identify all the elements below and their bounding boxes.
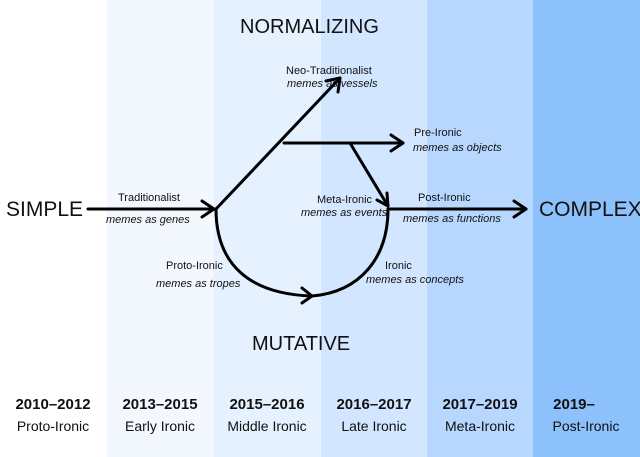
edge-preironic-metaironic [348,141,390,208]
arrowhead-metaironic [375,191,390,208]
timeline-years-2: 2013–2015 [122,396,198,413]
node-pre-ironic-name: Pre-Ironic [414,127,462,139]
node-ironic-desc: memes as concepts [366,274,464,286]
node-neo-traditionalist-desc: memes as vessels [287,78,378,90]
band-4 [321,0,427,457]
edge-mutative-ironic [310,207,390,298]
node-pre-ironic-desc: memes as objects [413,142,502,154]
band-6 [533,0,640,457]
timeline-era-2: Early Ironic [124,418,196,434]
node-neo-traditionalist-name: Neo-Traditionalist [286,65,372,77]
edge-traditionalist-mutative [214,207,314,298]
timeline-years-6: 2019– [553,396,595,413]
axis-label-left: SIMPLE [6,198,84,221]
node-proto-ironic-name: Proto-Ironic [166,260,223,272]
node-meta-ironic-desc: memes as events [301,207,388,219]
timeline-years-4: 2016–2017 [336,396,412,413]
arrowhead-traditionalist [200,199,216,219]
timeline-era-6: Post-Ironic [552,418,620,434]
axis-label-top: NORMALIZING [240,16,379,38]
timeline-years-3: 2015–2016 [229,396,305,413]
node-post-ironic-name: Post-Ironic [418,192,471,204]
timeline-years-1: 2010–2012 [15,396,91,413]
edge-traditionalist-neo [214,76,342,211]
axis-label-bottom: MUTATIVE [252,333,351,355]
node-traditionalist-desc: memes as genes [106,214,190,226]
arrowhead-neo [324,76,342,94]
axis-label-right: COMPLEX [539,198,640,221]
node-proto-ironic-desc: memes as tropes [156,278,241,290]
node-meta-ironic-name: Meta-Ironic [317,194,373,206]
timeline-era-3: Middle Ironic [227,418,307,434]
band-1 [0,0,107,457]
arrowhead-complex [512,199,528,219]
arrowhead-preironic [389,133,405,153]
timeline-era-4: Late Ironic [341,418,407,434]
timeline-years-5: 2017–2019 [442,396,518,413]
timeline-era-5: Meta-Ironic [444,418,516,434]
node-post-ironic-desc: memes as functions [403,213,501,225]
timeline-era-1: Proto-Ironic [16,418,90,434]
band-3 [214,0,321,457]
node-ironic-name: Ironic [385,260,412,272]
band-2 [107,0,214,457]
band-5 [427,0,533,457]
node-traditionalist-name: Traditionalist [118,192,180,204]
